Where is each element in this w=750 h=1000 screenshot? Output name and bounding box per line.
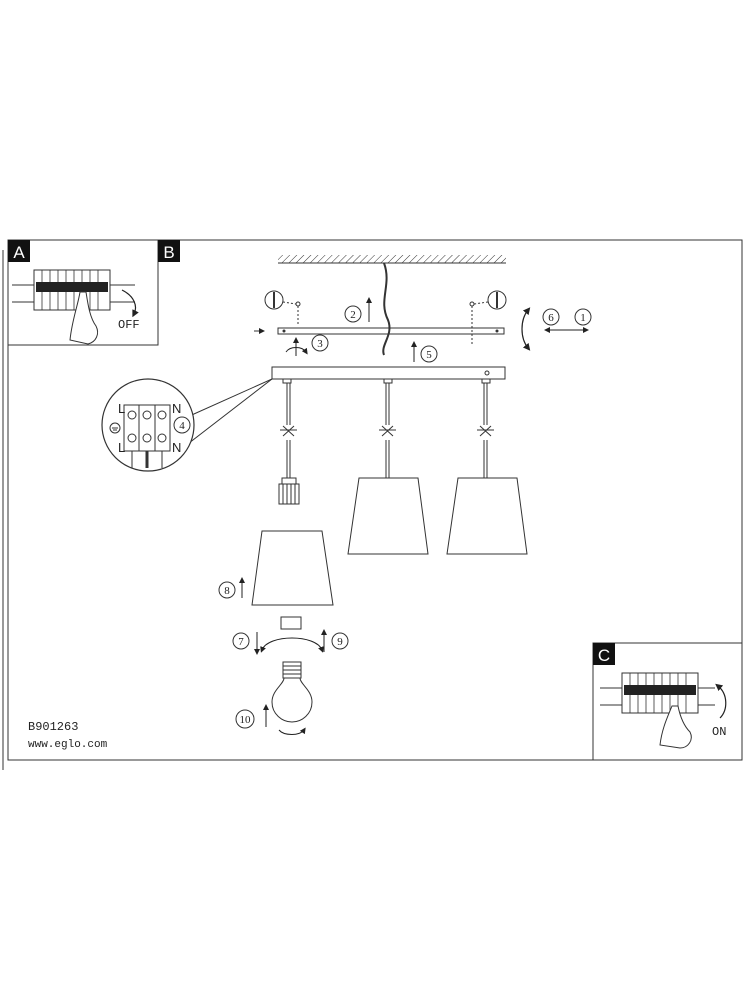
shade-ring [280, 616, 302, 630]
step-5-label: 5 [426, 349, 432, 361]
step-9-circle [331, 632, 349, 650]
panel-b: B 2 3 [101, 240, 592, 735]
lamp-socket [278, 477, 300, 505]
bulb-rotate-icon [278, 727, 306, 735]
step-10-circle [235, 709, 255, 729]
step-10-label: 10 [240, 714, 252, 726]
step-5-circle [420, 345, 438, 363]
lamp-shade-loose [251, 530, 334, 606]
panel-a-letter-box [8, 240, 30, 262]
lamp-shade-right [446, 477, 528, 555]
step-3-label: 3 [317, 338, 323, 350]
step-3-circle [311, 334, 329, 352]
terminal-label-n-top: N [172, 401, 181, 416]
screwdriver-icon-left [264, 290, 301, 326]
panel-c-letter: C [598, 646, 610, 665]
pendant-cords [286, 383, 488, 478]
panel-a-letter: A [13, 243, 25, 262]
panel-b-letter-box [158, 240, 180, 262]
breaker-box-off [12, 269, 135, 311]
hand-icon [69, 291, 99, 345]
panel-a-state-label: OFF [118, 318, 140, 332]
step-1-label: 1 [580, 312, 586, 324]
step-8-circle [218, 581, 236, 599]
terminal-label-l-bottom: L [118, 440, 125, 455]
cord-adjusters [280, 425, 494, 437]
step-4-label: 4 [179, 420, 185, 432]
earth-icon [109, 422, 121, 434]
step-9-label: 9 [337, 636, 343, 648]
model-number: B901263 [28, 720, 78, 734]
hand-icon [659, 705, 692, 749]
step-8-label: 8 [224, 585, 230, 597]
ceiling-hatch [278, 255, 506, 263]
rotate-on-arrow-icon [715, 683, 727, 719]
step-7-circle [232, 632, 250, 650]
step-6-circle [542, 308, 560, 326]
step-4-circle [173, 416, 191, 434]
panel-c-state-label: ON [712, 725, 726, 739]
lamp-shade-middle [347, 477, 429, 555]
terminal-block-magnifier: L N L N [101, 378, 195, 472]
step-1-circle [574, 308, 592, 326]
website: www.eglo.com [28, 739, 108, 751]
step-6-label: 6 [548, 312, 554, 324]
canopy-bar [271, 366, 506, 380]
panel-c-letter-box [593, 643, 615, 665]
ring-rotate-icon [260, 637, 324, 653]
terminal-label-l-top: L [118, 401, 125, 416]
step-2-circle [344, 305, 362, 323]
breaker-box-on [600, 672, 715, 714]
light-bulb-icon [271, 661, 313, 723]
step-2-label: 2 [350, 309, 356, 321]
panel-b-letter: B [163, 243, 174, 262]
step-6-rotate-icon [521, 307, 531, 351]
panel-c: C ON [592, 642, 743, 761]
panel-a: A OFF [7, 239, 159, 346]
mounting-bracket [277, 327, 505, 335]
step-7-label: 7 [238, 636, 244, 648]
screwdriver-icon-right [469, 290, 507, 345]
panel-c-frame [592, 642, 743, 761]
rotate-off-arrow-icon [121, 289, 139, 318]
terminal-label-n-bottom: N [172, 440, 181, 455]
outer-frame [7, 239, 743, 761]
supply-cable [382, 262, 391, 356]
panel-a-frame [7, 239, 159, 346]
